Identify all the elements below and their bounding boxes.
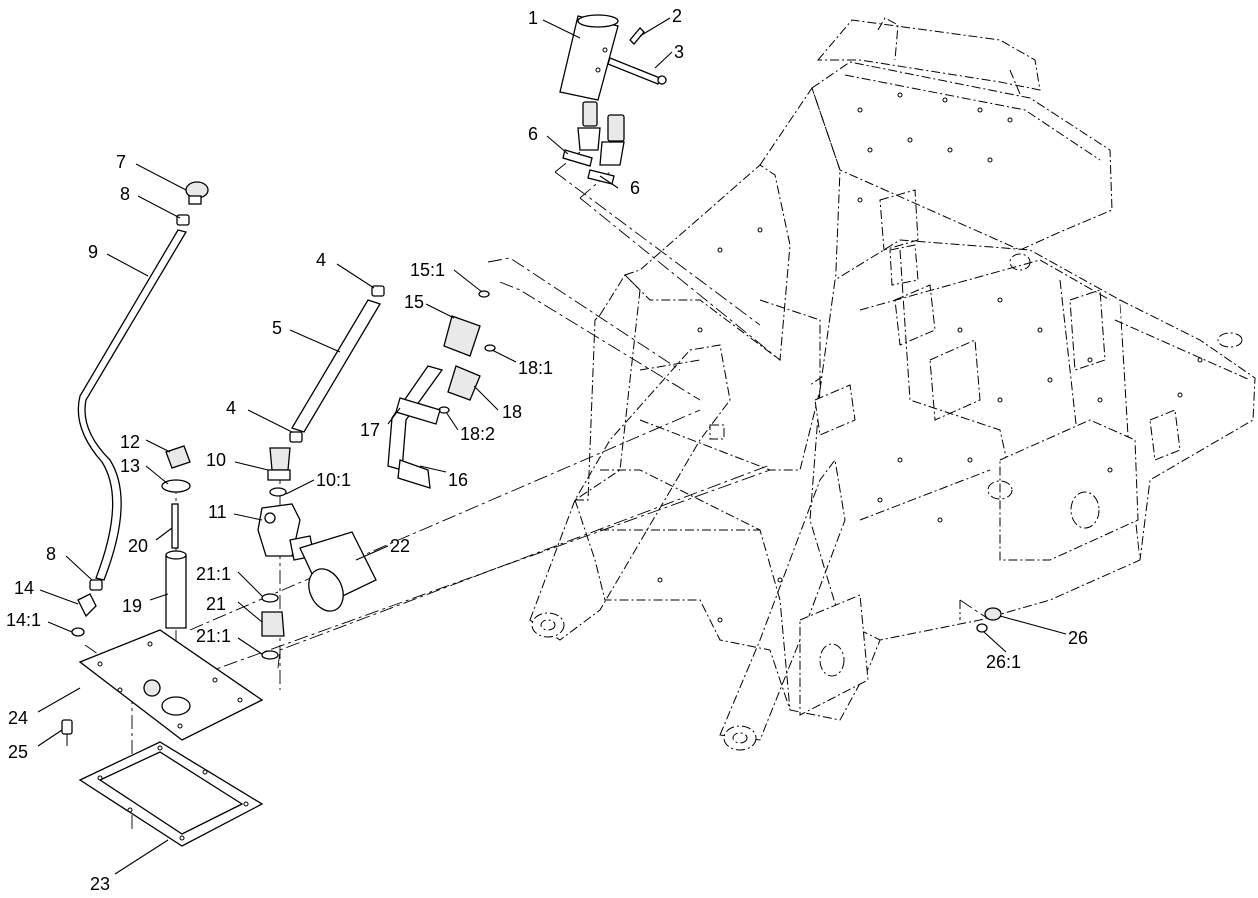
- callout-22: 22: [390, 536, 410, 556]
- quick-coupler-pair: [577, 101, 625, 166]
- callout-13: 13: [120, 456, 140, 476]
- part-24-cover-plate: [78, 629, 264, 741]
- callout-10-1: 10:1: [316, 470, 351, 490]
- callout-18: 18: [502, 402, 522, 422]
- callout-7: 7: [116, 152, 126, 172]
- callout-26: 26: [1068, 628, 1088, 648]
- machine-frame-outline: [529, 17, 1256, 751]
- part-15-coupler: [443, 315, 481, 357]
- callout-8b: 8: [46, 544, 56, 564]
- callout-19: 19: [122, 596, 142, 616]
- part-5-hose: [291, 299, 381, 433]
- part-6-fitting-a: [562, 149, 593, 167]
- callout-14-1: 14:1: [6, 610, 41, 630]
- part-4-clamp-bottom: [289, 431, 303, 443]
- callout-21-1a: 21:1: [196, 564, 231, 584]
- part-22-oil-filter: [299, 531, 377, 612]
- callout-labels: 1 2 3 4 4 5 6 6 7 8 8 9 10 10:1 11 12 13…: [6, 6, 1088, 894]
- callout-3: 3: [674, 42, 684, 62]
- callout-14: 14: [14, 578, 34, 598]
- part-7-cap: [185, 181, 209, 205]
- callout-24: 24: [8, 708, 28, 728]
- callout-15-1: 15:1: [410, 260, 445, 280]
- part-13-gasket: [161, 479, 191, 493]
- part-8-clamp-top: [176, 214, 190, 226]
- part-1-handle-sleeve: [559, 14, 619, 101]
- part-14-1-o-ring: [71, 627, 85, 637]
- callout-4a: 4: [316, 250, 326, 270]
- part-9-tube: [77, 229, 188, 581]
- callout-20: 20: [128, 536, 148, 556]
- part-17-bracket: [395, 397, 441, 425]
- callout-16: 16: [448, 470, 468, 490]
- callout-4b: 4: [226, 398, 236, 418]
- callout-18-1: 18:1: [518, 358, 553, 378]
- callout-11: 11: [208, 502, 227, 522]
- part-10-1-o-ring: [269, 487, 287, 497]
- part-8-clamp-bottom: [89, 579, 103, 591]
- callout-12: 12: [120, 432, 140, 452]
- callout-9: 9: [88, 242, 98, 262]
- part-3-clevis-pin: [607, 57, 667, 85]
- part-21-1-o-ring-b: [261, 650, 279, 660]
- callout-6a: 6: [528, 124, 538, 144]
- part-21-fitting: [261, 611, 285, 637]
- part-25-bolt: [61, 719, 73, 746]
- callout-15: 15: [404, 292, 424, 312]
- part-26-1-o-ring: [976, 623, 988, 633]
- callout-5: 5: [272, 318, 282, 338]
- part-12-fill-cap: [165, 445, 191, 469]
- callout-23: 23: [90, 874, 110, 894]
- part-11-valve-body: [257, 503, 315, 561]
- part-18-1-o-ring: [484, 344, 496, 352]
- callout-26-1: 26:1: [986, 652, 1021, 672]
- part-19-standpipe: [165, 550, 187, 629]
- callout-2: 2: [672, 6, 682, 26]
- part-26-drain-plug: [984, 607, 1002, 621]
- part-2-cotter-pin: [629, 27, 645, 45]
- part-18-coupler: [447, 365, 481, 401]
- callout-17: 17: [360, 420, 380, 440]
- leader-lines: [37, 17, 1067, 875]
- callout-8a: 8: [120, 184, 130, 204]
- part-14-elbow-fitting: [77, 593, 97, 618]
- part-21-1-o-ring-a: [261, 593, 279, 603]
- callout-25: 25: [8, 742, 28, 762]
- part-4-clamp-top: [371, 285, 385, 297]
- callout-6b: 6: [630, 178, 640, 198]
- callout-21-1b: 21:1: [196, 626, 231, 646]
- part-10-fitting: [267, 447, 291, 481]
- callout-21: 21: [206, 594, 226, 614]
- part-20-rod: [171, 503, 179, 549]
- callout-1: 1: [528, 8, 538, 28]
- callout-10: 10: [206, 450, 226, 470]
- part-15-1-o-ring: [478, 290, 490, 298]
- part-23-gasket: [78, 741, 264, 847]
- callout-18-2: 18:2: [460, 424, 495, 444]
